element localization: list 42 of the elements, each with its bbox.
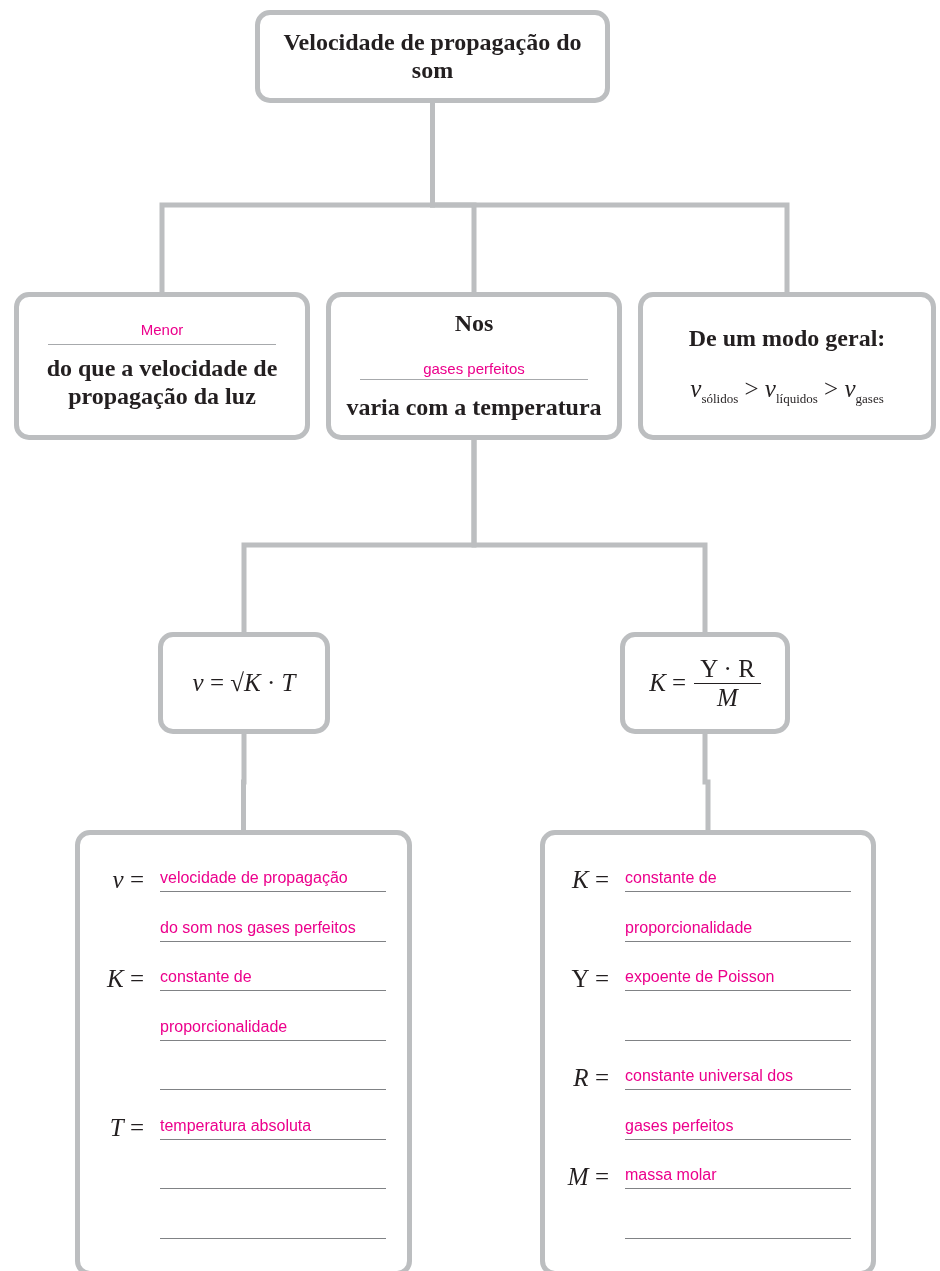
variable-text: K = (106, 965, 144, 993)
connector-line (241, 734, 247, 830)
variable-text: K = (571, 866, 609, 894)
answer-text: gases perfeitos (625, 1116, 734, 1135)
concept-box (540, 830, 876, 1271)
numerator-text: Y · R (694, 654, 761, 684)
concept-box (620, 632, 790, 734)
heading-text: Nos (454, 310, 494, 338)
answer-text: proporcionalidade (625, 918, 753, 937)
answer-text: constante de (625, 869, 717, 887)
variable-text: R = (573, 1064, 609, 1092)
heading-text: De um modo geral: (688, 325, 886, 353)
answer-text: constante de (160, 968, 252, 986)
answer-text: massa molar (625, 1166, 717, 1184)
heading-text: Velocidade de propagação do som (282, 28, 583, 85)
connector-line (702, 734, 711, 830)
formula-text: K = (649, 669, 687, 697)
answer-text: constante universal dos (625, 1067, 794, 1085)
variable-text: M = (567, 1163, 609, 1191)
connector-line (471, 440, 708, 632)
answer-text: Menor (140, 321, 184, 339)
formula-text: v = √K · T (192, 669, 296, 697)
concept-box (158, 632, 330, 734)
concept-box (638, 292, 936, 440)
formula-text: v$_{sólidos}$ > v$_{líquidos}$ > v$_{gases}$ (690, 374, 884, 407)
answer-text: velocidade de propagação (160, 869, 348, 887)
answer-text: temperatura absoluta (160, 1116, 312, 1135)
answer-text: do som nos gases perfeitos (160, 918, 356, 937)
denominator-text: M (715, 683, 740, 712)
answer-text: proporcionalidade (160, 1017, 288, 1036)
variable-text: Y = (571, 965, 609, 993)
concept-box (75, 830, 412, 1271)
variable-text: T = (109, 1113, 144, 1142)
variable-text: v = (112, 866, 144, 894)
connector-line (430, 103, 790, 292)
concept-box (326, 292, 622, 440)
concept-box (14, 292, 310, 440)
answer-text: expoente de Poisson (625, 968, 775, 986)
heading-text: do que a velocidade de propagação da luz (45, 355, 279, 411)
heading-text: varia com a temperatura (346, 394, 602, 422)
title-box (255, 10, 610, 103)
answer-text: gases perfeitos (423, 360, 525, 377)
